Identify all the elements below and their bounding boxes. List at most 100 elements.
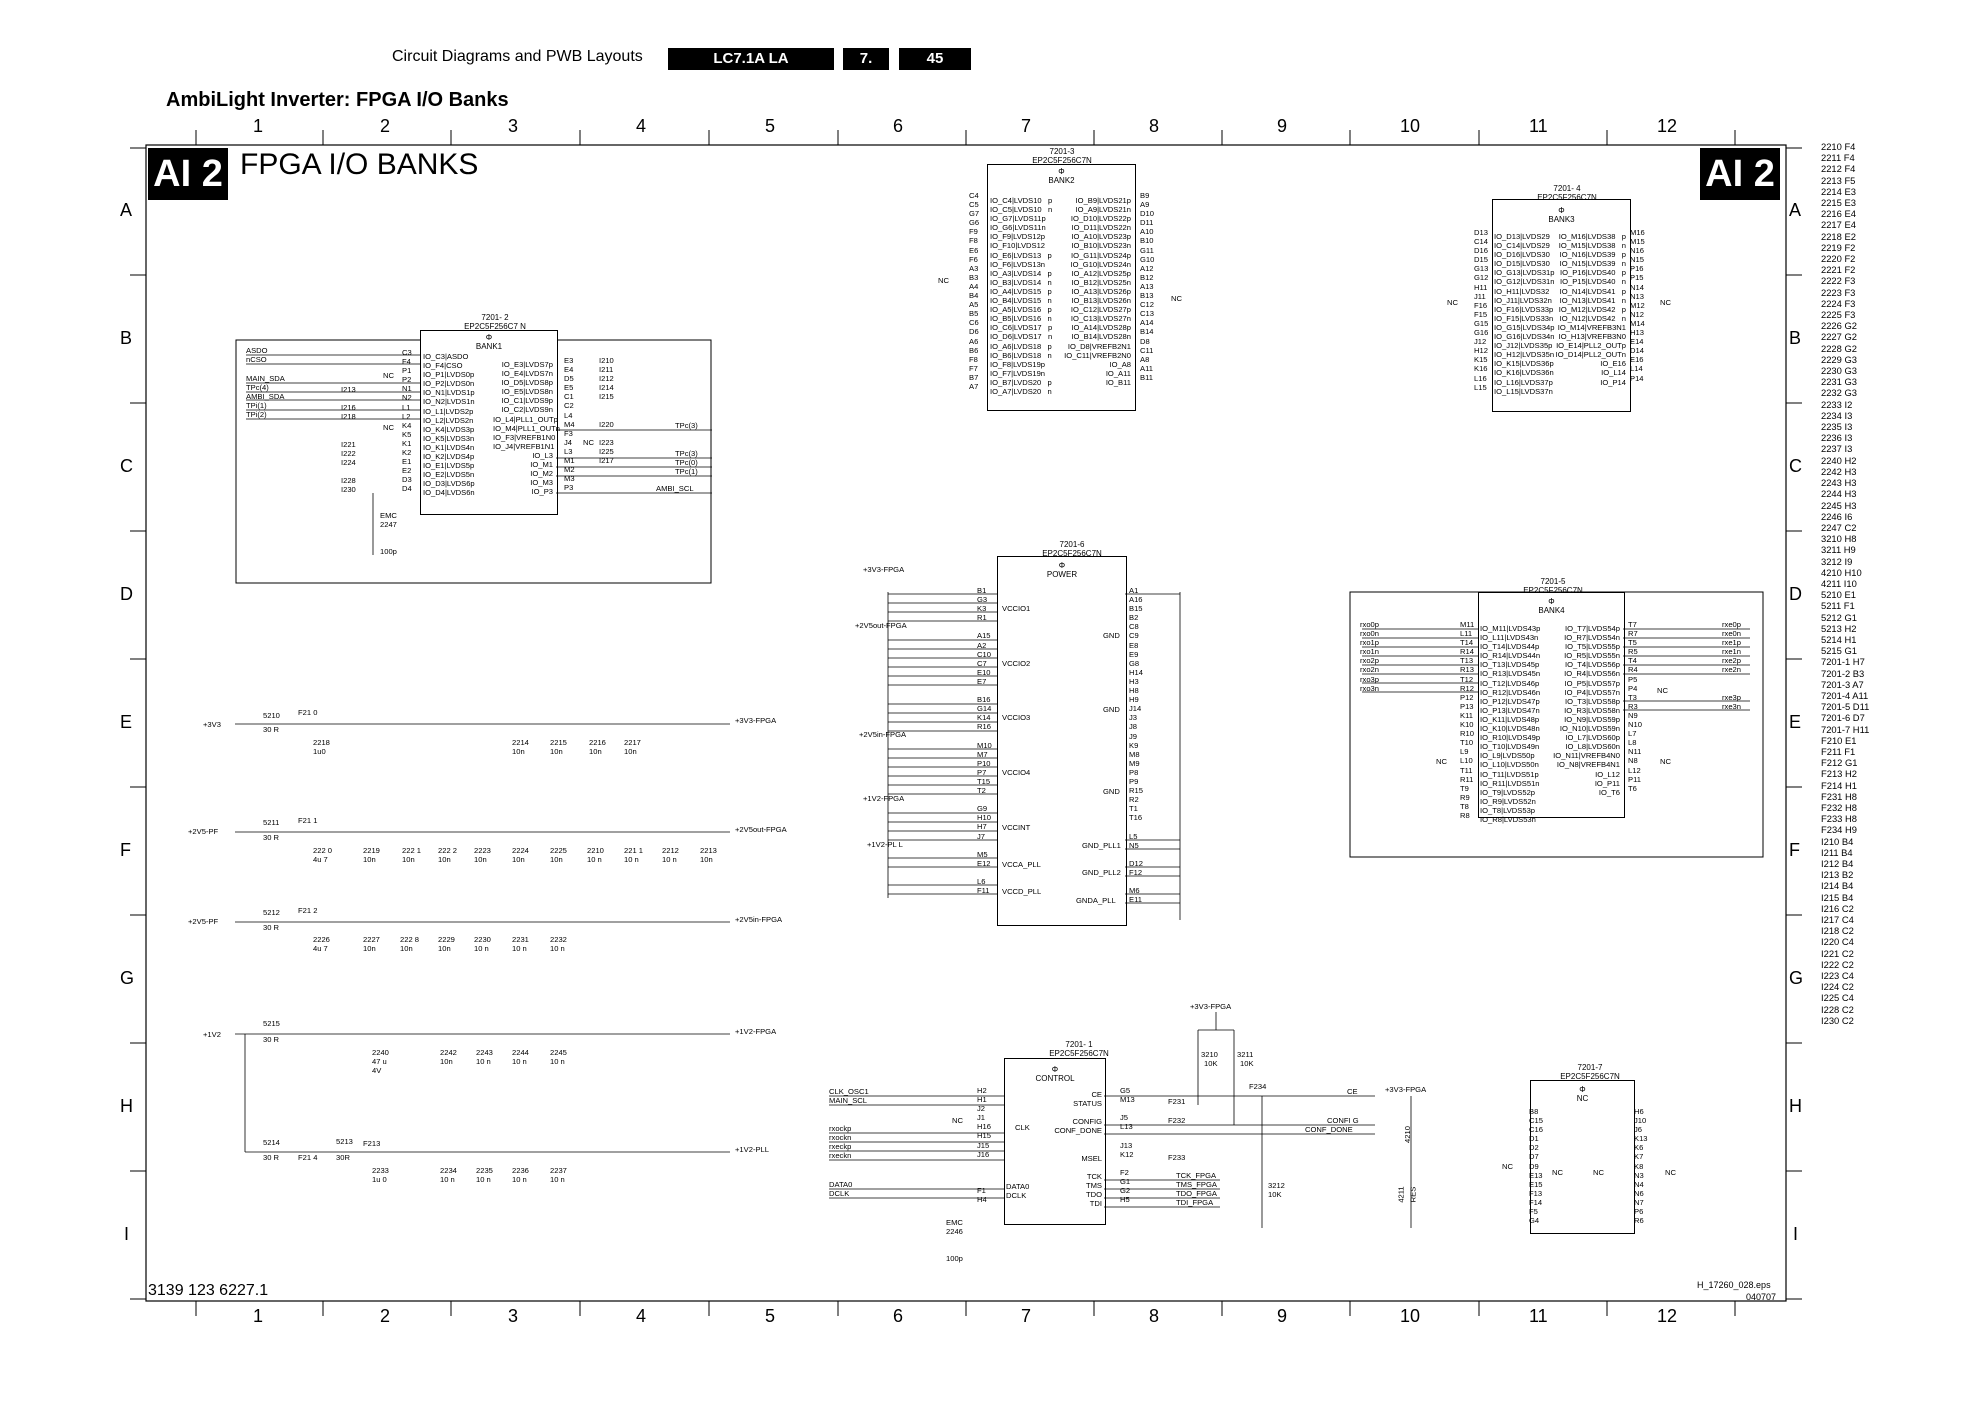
- power-pins-left: B1 G3 K3 R1 A15 A2 C10 C7 E10 E7 B16 G14…: [977, 586, 992, 896]
- bank1-name: BANK1: [475, 342, 503, 351]
- bank2-signals-left: IO_C4|LVDS10 p IO_C5|LVDS10 n IO_G7|LVDS…: [990, 196, 1053, 396]
- col-8-bottom: 8: [1149, 1306, 1160, 1326]
- rail3-fuse: F21 2: [298, 906, 318, 915]
- power-gnd-3: GND: [1103, 787, 1120, 796]
- bank1-signals-right: IO_E3|LVDS7p IO_E4|LVDS7n IO_D5|LVDS8p I…: [493, 360, 560, 497]
- col-3-bottom: 3: [508, 1306, 519, 1326]
- ctrl-f231: F231: [1168, 1097, 1186, 1106]
- nc-chip-nc-4: NC: [1665, 1168, 1676, 1177]
- ctrl-r5-val: RES: [1408, 1186, 1418, 1203]
- capacitor-label: 2235 10 n: [476, 1166, 493, 1185]
- bank2-nc-right: NC: [1171, 294, 1182, 303]
- row-i-left: I: [124, 1224, 130, 1244]
- rail4-in: +1V2: [203, 1030, 221, 1039]
- phi-symbol: Φ: [1058, 561, 1066, 570]
- section-badge-right: AI 2: [1700, 148, 1780, 200]
- ctrl-r4: 4210: [1402, 1126, 1412, 1143]
- col-11-top: 11: [1529, 116, 1548, 136]
- rail1-fuse: F21 0: [298, 708, 318, 717]
- capacitor-label: 2218 1u0: [313, 738, 330, 757]
- rail5-res2-val: 30R: [336, 1153, 350, 1162]
- rail3-res-val: 30 R: [263, 923, 280, 932]
- control-nc: NC: [952, 1116, 963, 1125]
- bank1-pins-right: E3 E4 D5 E5 C1 C2 L4 M4 F3 J4 L3 M1 M2 M…: [564, 356, 575, 493]
- power-pins-right: A1 A16 B15 B2 C8 C9 E8 E9 G8 H14 H3 H8 H…: [1129, 586, 1143, 905]
- ctrl-r2: 3211: [1237, 1050, 1254, 1059]
- net-rxeckn: rxeckn: [829, 1151, 852, 1160]
- doc-number: 3139 123 6227.1: [148, 1282, 269, 1299]
- col-6-top: 6: [893, 116, 904, 136]
- net-tdi-fpga: TDI_FPGA: [1176, 1198, 1214, 1207]
- capacitor-label: 2215 10n: [550, 738, 567, 757]
- phi-symbol: Φ: [1051, 1065, 1059, 1074]
- capacitor-label: 2232 10 n: [550, 935, 567, 954]
- power-vcca-pll: VCCA_PLL: [1002, 860, 1041, 869]
- bank3-nc-left: NC: [1447, 298, 1458, 307]
- row-h-left: H: [120, 1096, 133, 1116]
- power-vccio3: VCCIO3: [1002, 713, 1031, 722]
- col-5-bottom: 5: [765, 1306, 776, 1326]
- net-rxockn: rxockn: [829, 1133, 852, 1142]
- row-g-left: G: [120, 968, 135, 988]
- bank4-nc-right: NC: [1660, 757, 1671, 766]
- bank1-nc-right: NC: [583, 438, 594, 447]
- capacitor-label: 2245 10 n: [550, 1048, 567, 1067]
- rail3-res: 5212: [263, 908, 280, 917]
- row-a-right: A: [1789, 200, 1802, 220]
- bank2-pins-left: C4 C5 G7 G6 F9 F8 E6 F6 A3 B3 A4 B4 A5 B…: [969, 191, 980, 391]
- control-data0-label: DATA0: [1006, 1182, 1030, 1191]
- net-rxockp: rxockp: [829, 1124, 852, 1133]
- bank3-pins-left: D13 C14 D16 D15 G13 G12 H11 J11 F16 F15 …: [1474, 228, 1489, 392]
- col-4-top: 4: [636, 116, 647, 136]
- bank1-testpoints-left: I213 I216 I218 I221 I222 I224 I228 I230: [341, 385, 356, 495]
- net-asdo: ASDO: [246, 346, 268, 355]
- rail-3v3-fpga-power: +3V3-FPGA: [863, 565, 905, 574]
- bank1-nc-mid: NC: [383, 423, 394, 432]
- phi-symbol: Φ: [485, 333, 493, 342]
- col-6-bottom: 6: [893, 1306, 904, 1326]
- header-model: LC7.1A LA: [668, 48, 834, 70]
- ctrl-r3-val: 10K: [1268, 1190, 1282, 1199]
- bank1-testpoints-right: I210 I211 I212 I214 I215 I220 I223 I225 …: [599, 356, 614, 466]
- power-vccint: VCCINT: [1002, 823, 1031, 832]
- power-vccio1: VCCIO1: [1002, 604, 1031, 613]
- rail5-fuse2: F213: [363, 1139, 381, 1148]
- col-5-top: 5: [765, 116, 776, 136]
- rail2-out: +2V5out-FPGA: [735, 825, 787, 834]
- rail-1v2-fpga-power: +1V2-FPGA: [863, 794, 905, 803]
- capacitor-label: 2212 10 n: [662, 846, 679, 865]
- rail1-out: +3V3-FPGA: [735, 716, 777, 725]
- rail5-out: +1V2-PLL: [735, 1145, 769, 1154]
- net-main-sda: MAIN_SDA: [246, 374, 285, 383]
- ctrl-f233: F233: [1168, 1153, 1186, 1162]
- bank3-signals-left: IO_D13|LVDS29 IO_C14|LVDS29 IO_D16|LVDS3…: [1494, 232, 1555, 396]
- capacitor-label: 2219 10n: [363, 846, 380, 865]
- power-gnd-1: GND: [1103, 631, 1120, 640]
- net-ambi-scl: AMBI_SCL: [656, 484, 694, 493]
- net-tpc3-b: TPc(3): [675, 449, 698, 458]
- ctrl-r1: 3210: [1201, 1050, 1218, 1059]
- header-page: 45: [899, 48, 971, 70]
- col-1-bottom: 1: [253, 1306, 264, 1326]
- bank2-chip: Φ BANK2: [987, 164, 1136, 411]
- header-section: Circuit Diagrams and PWB Layouts: [392, 48, 643, 65]
- capacitor-label: 2217 10n: [624, 738, 641, 757]
- bank1-nc-top: NC: [383, 371, 394, 380]
- bank3-nc-right: NC: [1660, 298, 1671, 307]
- bank1-pins-left: C3 F4 P1 P2 N1 N2 L1 L2 K4 K5 K1 K2 E1 E…: [402, 348, 412, 494]
- nc-chip: Φ NC: [1530, 1080, 1635, 1234]
- capacitor-label: 2216 10n: [589, 738, 606, 757]
- col-2-top: 2: [380, 116, 391, 136]
- row-i-right: I: [1793, 1224, 1799, 1244]
- power-vccd-pll: VCCD_PLL: [1002, 887, 1042, 896]
- capacitor-label: 2236 10 n: [512, 1166, 529, 1185]
- capacitor-label: 2210 10 n: [587, 846, 604, 865]
- rail3-in: +2V5-PF: [188, 917, 219, 926]
- power-vccio4: VCCIO4: [1002, 768, 1031, 777]
- control-dclk-label: DCLK: [1006, 1191, 1027, 1200]
